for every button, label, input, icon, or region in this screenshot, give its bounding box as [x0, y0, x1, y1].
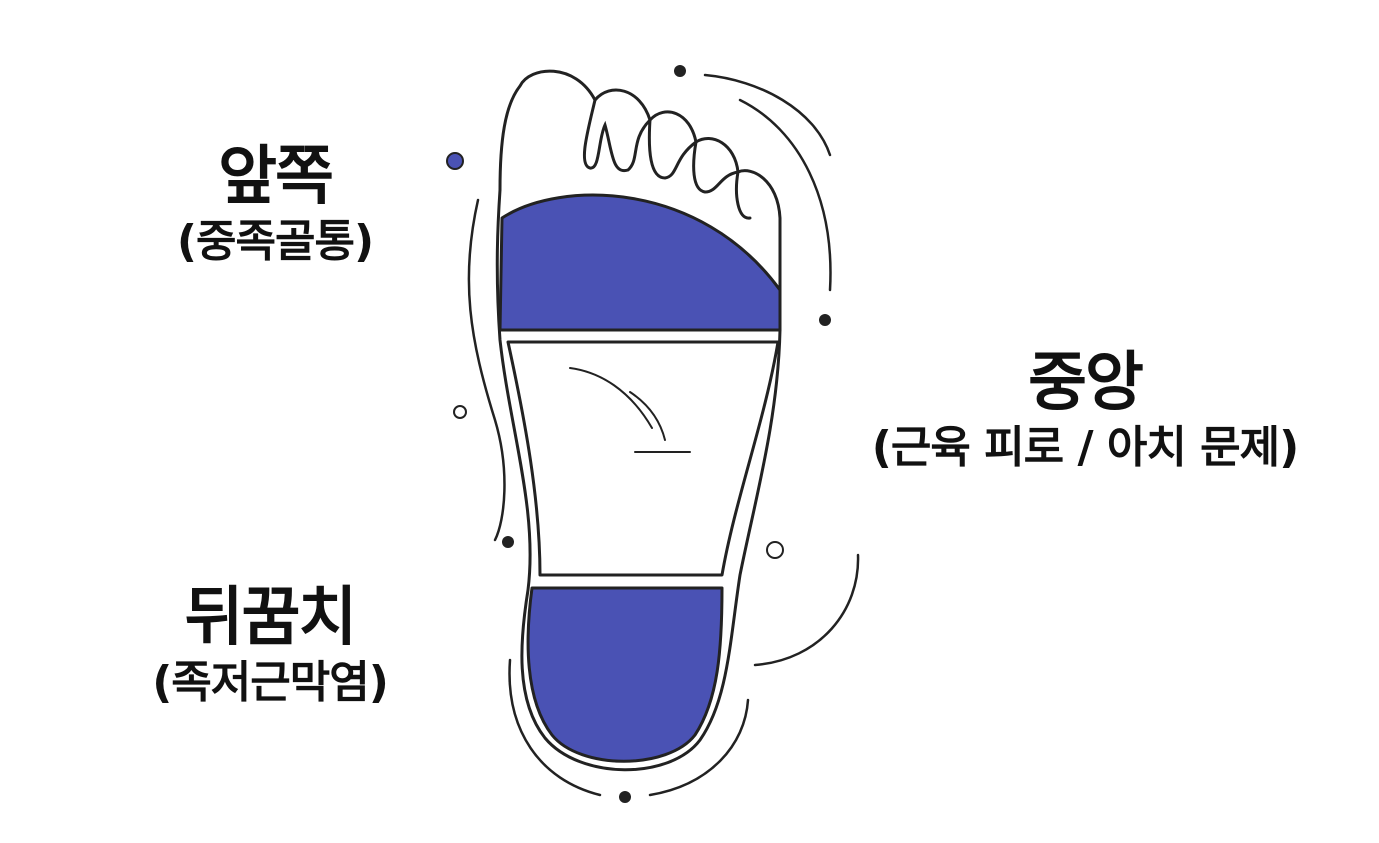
decor-arc-bottom-left [508, 658, 602, 797]
label-forefoot-title: 앞쪽 [218, 140, 334, 214]
label-midfoot-subtitle: (근육 피로 / 아치 문제) [871, 422, 1299, 474]
label-heel: 뒤꿈치 (족저근막염) [90, 583, 450, 708]
heel-zone [526, 586, 724, 763]
label-forefoot-subtitle: (중족골통) [176, 216, 374, 268]
decor-arc-bottom-right [648, 698, 750, 797]
label-heel-title: 뒤꿈치 [184, 581, 358, 655]
midfoot-detail-lines [569, 367, 691, 453]
label-forefoot: 앞쪽 (중족골통) [110, 142, 440, 267]
decor-dot-left [502, 536, 514, 548]
forefoot-zone [498, 193, 782, 332]
decor-arc-right-top [703, 73, 832, 157]
label-midfoot-title: 중앙 [1028, 346, 1144, 420]
label-midfoot: 중앙 (근육 피로 / 아치 문제) [800, 348, 1370, 473]
decor-arc-right-upper [738, 98, 832, 292]
decor-arc-right-lower [753, 553, 860, 667]
decor-dot-top [674, 65, 686, 77]
decor-ring-right [766, 541, 784, 559]
decor-ring-left [453, 405, 467, 419]
decor-dot-bottom [619, 791, 631, 803]
label-heel-subtitle: (족저근막염) [152, 657, 389, 709]
midfoot-zone [506, 340, 780, 577]
toe-separations [582, 98, 752, 220]
decor-dot-right [819, 314, 831, 326]
decor-arc-left [467, 198, 506, 542]
decor-dot-blue [446, 152, 464, 170]
